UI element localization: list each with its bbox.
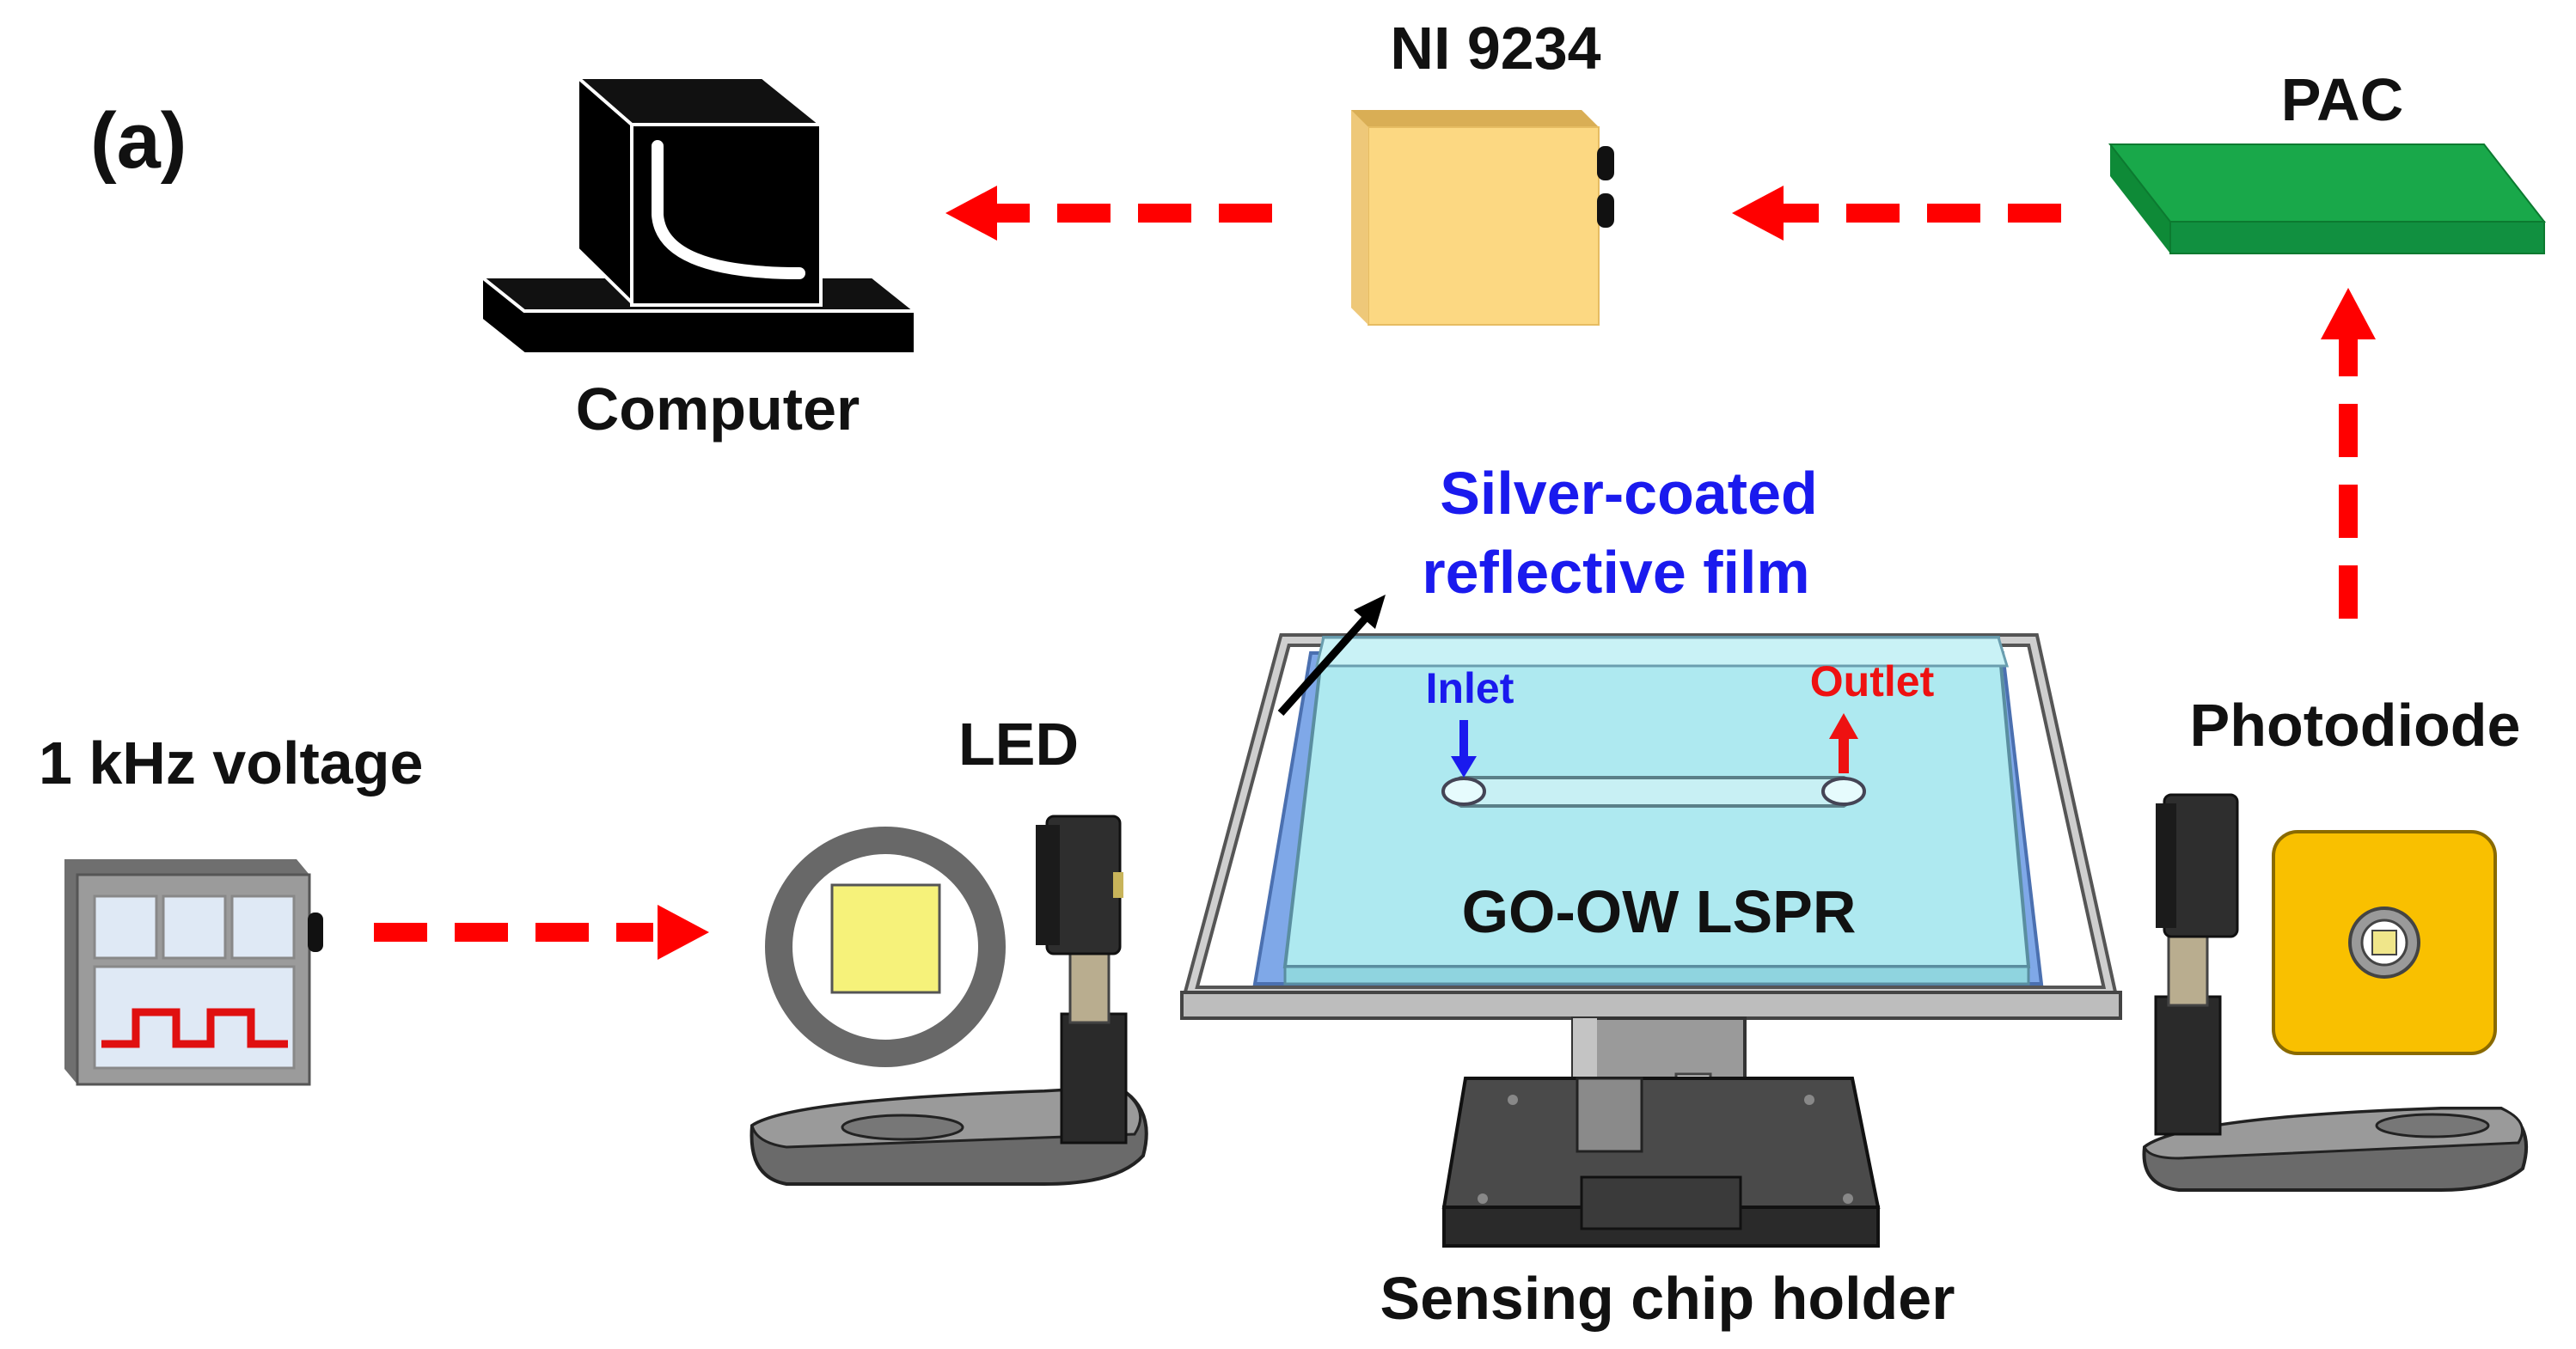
voltage-label: 1 kHz voltage bbox=[39, 729, 423, 797]
film-label-line1: Silver-coated bbox=[1440, 460, 1818, 527]
ni-label: NI 9234 bbox=[1390, 15, 1600, 82]
computer-icon bbox=[476, 76, 921, 356]
photodiode-label: Photodiode bbox=[2190, 692, 2521, 759]
inlet-label: Inlet bbox=[1426, 664, 1514, 712]
arrow-photodiode-to-pac-head bbox=[2321, 288, 2376, 339]
signal-arrows bbox=[374, 186, 2376, 960]
photodiode-icon bbox=[2272, 830, 2497, 1055]
pac-label: PAC bbox=[2281, 66, 2404, 133]
panel-label: (a) bbox=[90, 97, 187, 185]
ni-module-icon bbox=[1351, 110, 1614, 326]
film-pointer-arrow bbox=[1277, 595, 1386, 716]
arrow-pac-to-ni-head bbox=[1732, 186, 1784, 241]
arrow-ni-to-computer-head bbox=[945, 186, 997, 241]
computer-label: Computer bbox=[576, 375, 860, 443]
led-label: LED bbox=[958, 711, 1079, 778]
chip-label: GO-OW LSPR bbox=[1462, 878, 1857, 945]
outlet-label: Outlet bbox=[1810, 657, 1935, 705]
chip-holder-stand-icon bbox=[1441, 1016, 1881, 1248]
arrow-voltage-to-led-head bbox=[658, 905, 709, 960]
photodiode-post-mount-icon bbox=[2142, 793, 2529, 1192]
led-icon bbox=[765, 827, 1006, 1067]
function-generator-icon bbox=[64, 859, 323, 1086]
sensing-chip-frame-icon bbox=[1180, 633, 2122, 1020]
pac-board-icon bbox=[2108, 143, 2547, 254]
led-post-mount-icon bbox=[750, 815, 1148, 1186]
holder-label: Sensing chip holder bbox=[1380, 1265, 1955, 1332]
film-label-line2: reflective film bbox=[1422, 539, 1809, 606]
